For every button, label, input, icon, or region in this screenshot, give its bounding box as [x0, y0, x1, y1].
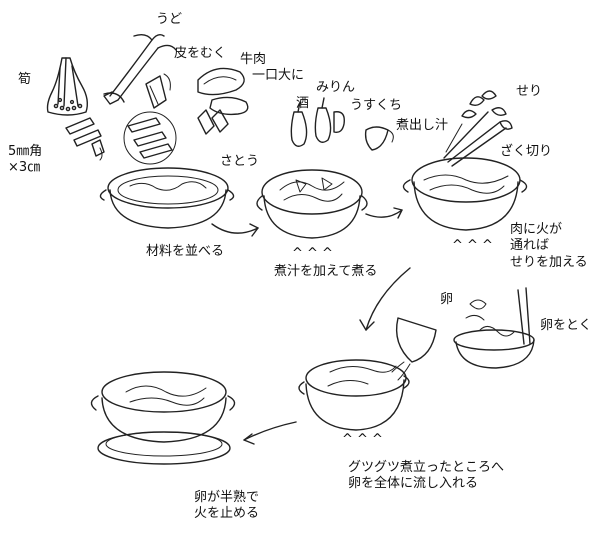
- label-gyuniku: 牛肉: [240, 52, 267, 67]
- label-dashi: 煮出し汁: [396, 118, 449, 133]
- arrow-2-to-3: [365, 207, 403, 219]
- udo-icon: [103, 33, 177, 105]
- mirin-spoon-icon: [314, 97, 345, 143]
- label-step1: 材料を並べる: [146, 244, 225, 259]
- pot-step1-icon: [99, 167, 235, 229]
- arrow-1-to-2: [211, 223, 259, 237]
- usukuchi-spoon-icon: [364, 126, 394, 151]
- label-tamago: 卵: [440, 292, 454, 307]
- heat-mark-step4-icon: ^ ^ ^: [342, 432, 383, 447]
- label-mirin: みりん: [316, 80, 356, 95]
- pot-step3-icon: [402, 157, 528, 231]
- label-step2: 煮汁を加えて煮る: [274, 264, 378, 279]
- label-zakugiri: ざく切り: [500, 144, 553, 159]
- sake-spoon-icon: [290, 101, 308, 147]
- label-usukuchi: うすくち: [350, 98, 403, 113]
- pot-step2-icon: [256, 169, 368, 239]
- pot-step5-icon: [90, 371, 236, 465]
- udo-peeled-icon: [145, 73, 171, 109]
- label-takenoko: 筍: [18, 72, 32, 87]
- label-hitokuchidai: 一口大に: [252, 68, 305, 83]
- beef-icon: [197, 67, 249, 135]
- bamboo-sticks-icon: [65, 117, 105, 161]
- label-tamago-toku: 卵をとく: [540, 318, 592, 333]
- label-step4: グツグツ煮立ったところへ 卵を全体に流し入れる: [348, 460, 505, 492]
- label-udo: うど: [156, 12, 183, 27]
- arrow-4-to-5: [243, 421, 297, 445]
- label-kawa-wo-muku: 皮をむく: [174, 46, 227, 61]
- label-step3: 肉に火が 通れば せりを加える: [510, 222, 588, 270]
- seri-icon: [443, 90, 513, 167]
- pot-step4-icon: [298, 359, 410, 431]
- egg-pouring-bowl-icon: [391, 317, 437, 381]
- bamboo-shoot-icon: [46, 57, 89, 116]
- label-seri: せり: [516, 84, 543, 99]
- heat-mark-step2-icon: ^ ^ ^: [292, 246, 333, 261]
- arrow-3-to-4: [359, 267, 411, 331]
- label-satou: さとう: [220, 154, 260, 169]
- label-step5: 卵が半熟で 火を止める: [194, 490, 260, 522]
- label-size: 5㎜角 ×3㎝: [8, 144, 43, 176]
- udo-pieces-icon: [123, 111, 177, 165]
- label-sake: 酒: [296, 96, 310, 111]
- heat-mark-step3-icon: ^ ^ ^: [452, 238, 493, 253]
- egg-bowl-icon: [453, 287, 535, 369]
